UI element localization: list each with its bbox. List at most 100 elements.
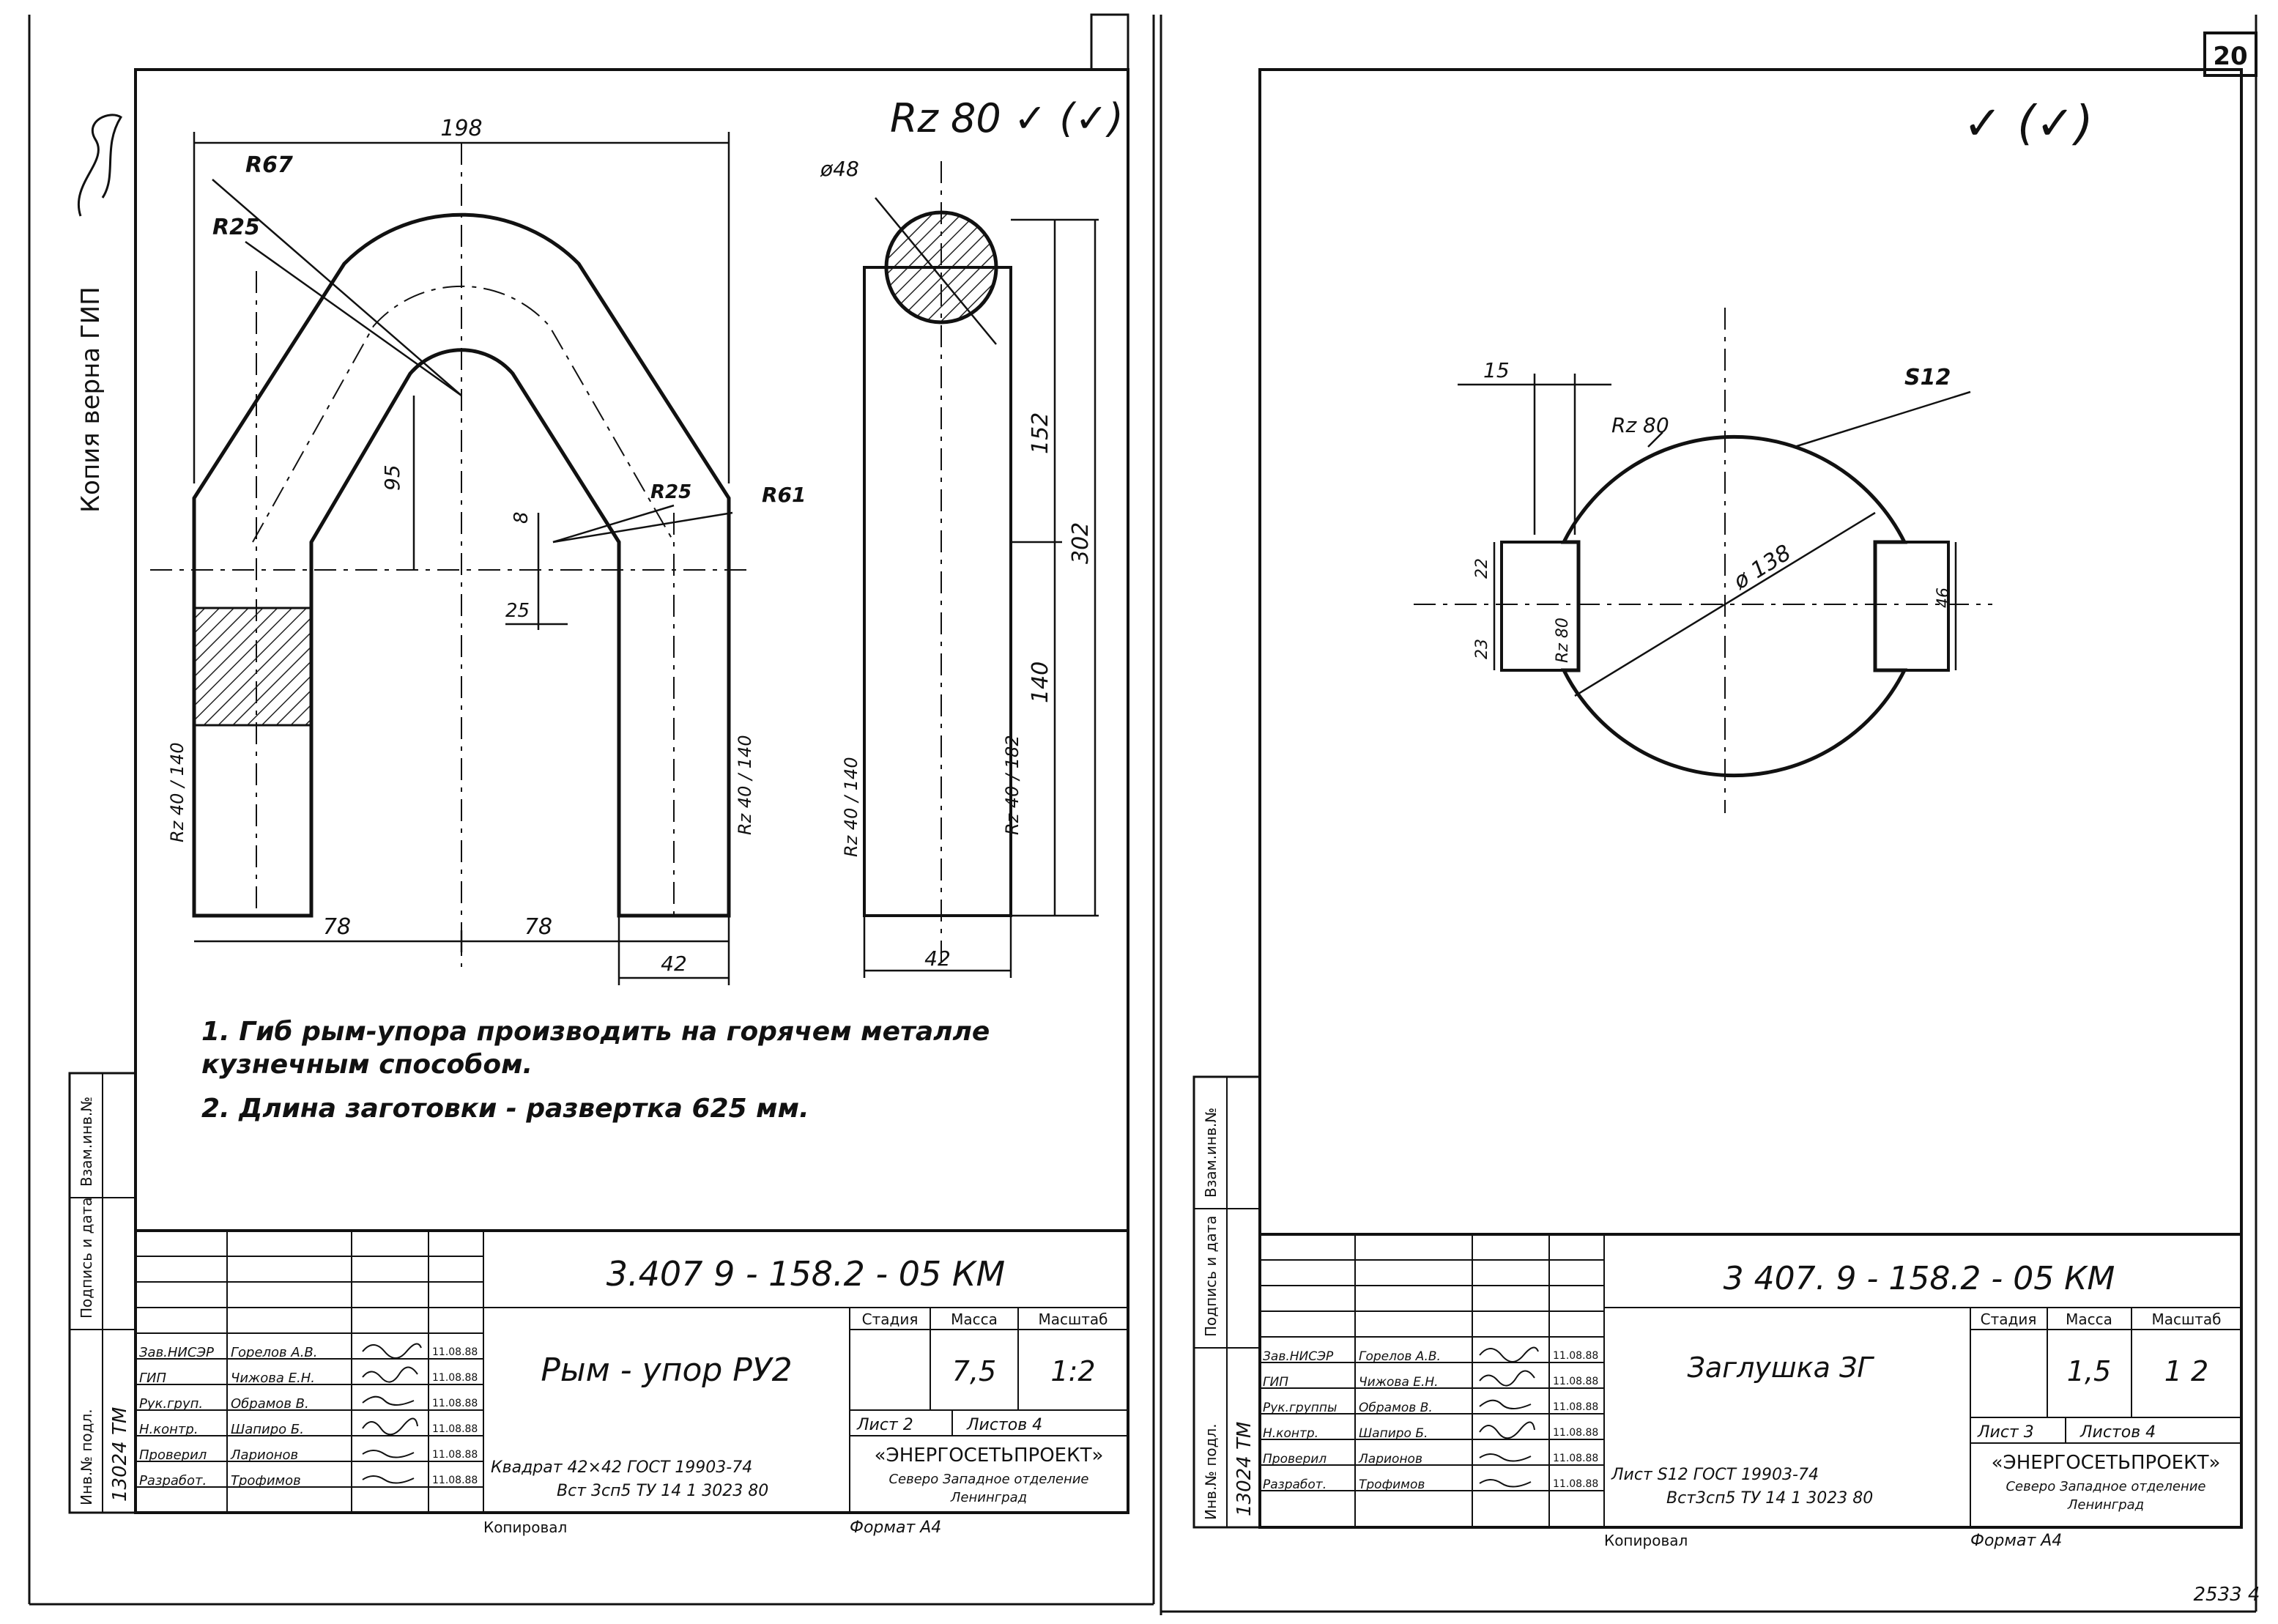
left-material-1: Квадрат 42×42 ГОСТ 19903-74 [491, 1458, 752, 1477]
dim-dia48: ø48 [820, 157, 859, 181]
dim-198: 198 [440, 116, 482, 141]
dim-rz80: Rz 80 [1611, 413, 1669, 437]
left-mass-label: Масса [951, 1310, 998, 1328]
dim-302: 302 [1068, 522, 1094, 564]
dim-140: 140 [1028, 661, 1053, 703]
right-material-1: Лист S12 ГОСТ 19903-74 [1611, 1466, 1819, 1484]
dim-rz80b: Rz 80 [1554, 618, 1572, 663]
dim-42-left: 42 [661, 952, 687, 976]
r-strip-replace: Взам.инв.№ [1202, 1108, 1220, 1198]
left-drawing-title: Рым - упор РУ2 [541, 1352, 792, 1389]
signature-glyph [78, 114, 123, 217]
dim-25: 25 [505, 600, 530, 622]
right-date-0: 11.08.88 [1553, 1350, 1598, 1362]
right-drawing-code: 3 407. 9 - 158.2 - 05 КМ [1724, 1260, 2115, 1297]
right-org-sub2: Ленинград [2067, 1497, 2144, 1513]
dim-22: 22 [1473, 558, 1491, 579]
dim-r25-top: R25 [212, 215, 260, 240]
strip-inv: Инв.№ подл. [78, 1409, 95, 1505]
left-notes: 1. Гиб рым-упора производить на горячем … [201, 1017, 990, 1124]
right-title-block: 3 407. 9 - 158.2 - 05 КМ Заглушка ЗГ Лис… [1258, 1233, 2243, 1550]
right-role-1: ГИП [1263, 1375, 1288, 1390]
r-strip-inv: Инв.№ подл. [1202, 1423, 1220, 1520]
dim-46: 46 [1934, 587, 1953, 608]
right-org-name: «ЭНЕРГОСЕТЬПРОЕКТ» [1992, 1452, 2221, 1474]
right-name-1: Чижова Е.Н. [1359, 1375, 1439, 1390]
left-org-sub2: Ленинград [950, 1490, 1027, 1505]
left-org-name: «ЭНЕРГОСЕТЬПРОЕКТ» [875, 1445, 1104, 1467]
dim-s12: S12 [1904, 365, 1951, 390]
r-strip-inv-value: 13024 ТМ [1233, 1422, 1255, 1516]
right-date-5: 11.08.88 [1553, 1478, 1598, 1490]
left-role-2: Рук.груп. [139, 1396, 203, 1412]
left-sheet-no: Лист 2 [856, 1416, 913, 1434]
left-date-5: 11.08.88 [432, 1475, 478, 1486]
right-role-2: Рук.группы [1263, 1401, 1337, 1415]
page-number-box: 20 [2203, 31, 2257, 77]
side-view [863, 210, 1012, 917]
right-dimension-lines [1458, 374, 1971, 697]
right-name-4: Ларионов [1358, 1452, 1422, 1467]
plug-plate [1500, 434, 1950, 778]
right-signatures-table: Зав.НИСЭР ГИП Рук.группы Н.контр. Провер… [1263, 1346, 1598, 1492]
rough-4: Rz 40 / 182 [1002, 735, 1023, 835]
right-org-sub1: Северо Западное отделение [2006, 1479, 2205, 1494]
left-date-3: 11.08.88 [432, 1423, 478, 1435]
right-date-3: 11.08.88 [1553, 1427, 1598, 1439]
strip-replace: Взам.инв.№ [78, 1097, 95, 1187]
page-footer: 2533 4 [2194, 1584, 2260, 1606]
right-format: Формат А4 [1970, 1532, 2062, 1550]
left-dimension-lines [193, 132, 1099, 985]
dim-r67: R67 [245, 152, 293, 178]
left-role-3: Н.контр. [139, 1422, 199, 1437]
dim-78-left: 78 [323, 914, 351, 940]
rough-1: Rz 40 / 140 [167, 742, 188, 842]
right-role-5: Разработ. [1263, 1477, 1327, 1492]
left-name-0: Горелов А.В. [231, 1345, 318, 1360]
rough-2: Rz 40 / 140 [735, 735, 755, 835]
right-role-3: Н.контр. [1263, 1426, 1318, 1441]
right-sheet: 15 Rz 80 S12 ø 138 22 23 Rz 80 46 ✓ (✓) … [1192, 68, 2243, 1550]
dim-dia138: ø 138 [1729, 540, 1796, 595]
left-format: Формат А4 [850, 1519, 941, 1537]
left-name-3: Шапиро Б. [231, 1422, 304, 1437]
left-side-strip: Взам.инв.№ Подпись и дата Инв.№ подл. 13… [68, 1072, 137, 1514]
right-side-strip: Взам.инв.№ Подпись и дата Инв.№ подл. 13… [1192, 1075, 1261, 1529]
dim-r25-mid: R25 [650, 481, 691, 503]
left-name-2: Обрамов В. [231, 1396, 309, 1412]
left-role-0: Зав.НИСЭР [139, 1345, 214, 1360]
dim-42-right: 42 [924, 946, 951, 971]
left-org-sub1: Северо Западное отделение [888, 1472, 1088, 1487]
left-name-4: Ларионов [230, 1447, 298, 1463]
strip-sign: Подпись и дата [78, 1197, 95, 1319]
right-name-5: Трофимов [1359, 1477, 1425, 1492]
copy-stamp-text: Копия верна ГИП [76, 286, 105, 513]
note-line-2: кузнечным способом. [201, 1050, 533, 1080]
right-mass: 1,5 [2067, 1355, 2111, 1387]
r-strip-sign: Подпись и дата [1202, 1215, 1220, 1337]
left-sheet: 198 R67 R25 ø48 95 8 R25 R61 25 152 302 … [68, 13, 1129, 1537]
dim-95: 95 [380, 464, 404, 491]
page-number: 20 [2213, 42, 2247, 71]
left-date-4: 11.08.88 [432, 1449, 478, 1461]
right-date-2: 11.08.88 [1553, 1401, 1598, 1413]
right-stage-label: Стадия [1981, 1310, 2037, 1328]
left-stage-label: Стадия [862, 1310, 919, 1328]
left-name-1: Чижова Е.Н. [231, 1371, 315, 1386]
left-sheets-total: Листов 4 [966, 1416, 1042, 1434]
rough-3: Rz 40 / 140 [841, 757, 861, 857]
dim-152: 152 [1028, 412, 1053, 454]
left-date-0: 11.08.88 [432, 1346, 478, 1358]
strip-inv-value: 13024 ТМ [109, 1407, 131, 1502]
dim-8: 8 [511, 511, 533, 524]
right-name-2: Обрамов В. [1359, 1401, 1433, 1415]
left-material-2: Вст 3сп5 ТУ 14 1 3023 80 [557, 1482, 768, 1500]
right-drawing-title: Заглушка ЗГ [1687, 1352, 1874, 1384]
left-signature-marks [362, 1343, 422, 1484]
left-dimension-texts: 198 R67 R25 ø48 95 8 R25 R61 25 152 302 … [167, 95, 1124, 976]
outer-borders [28, 15, 2257, 1615]
left-date-2: 11.08.88 [432, 1398, 478, 1409]
right-name-0: Горелов А.В. [1359, 1349, 1441, 1364]
right-date-1: 11.08.88 [1553, 1376, 1598, 1387]
